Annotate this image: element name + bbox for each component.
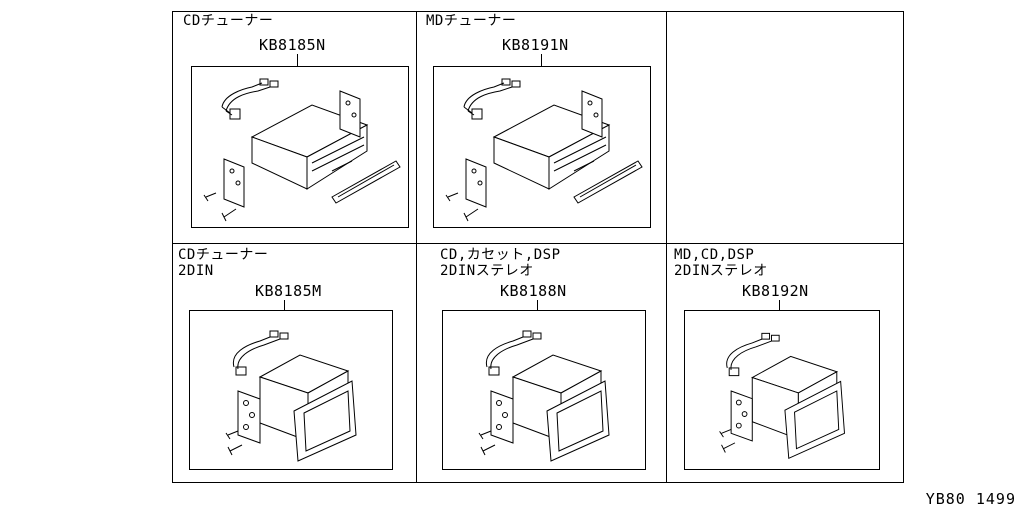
- part-code: KB8185N: [259, 36, 326, 54]
- panel-title-line-2: 2DINステレオ: [440, 263, 534, 279]
- panel-title-line-2: 2DINステレオ: [674, 263, 768, 279]
- diagram-frame: CDチューナー KB8185N: [172, 11, 904, 483]
- tuner-1din-illustration: [445, 78, 643, 222]
- tuner-1din-illustration: [203, 78, 401, 222]
- divider-horizontal: [173, 243, 903, 244]
- leader-line: [541, 54, 542, 66]
- divider-vertical-2: [666, 12, 667, 482]
- stereo-2din-illustration: [719, 332, 845, 459]
- panel-title: CDチューナー: [178, 247, 269, 263]
- part-illustration-box: [189, 310, 393, 470]
- part-code: KB8185M: [255, 282, 322, 300]
- part-code: KB8191N: [502, 36, 569, 54]
- part-illustration-box: [684, 310, 880, 470]
- part-illustration-box: [442, 310, 646, 470]
- divider-vertical-1: [416, 12, 417, 482]
- panel-md-tuner: MDチューナー KB8191N: [416, 12, 666, 243]
- leader-line: [297, 54, 298, 66]
- panel-cd-tuner-2din: CDチューナー 2DIN KB8185M: [173, 243, 416, 482]
- panel-title: MDチューナー: [426, 13, 517, 29]
- part-illustration-box: [433, 66, 651, 228]
- part-illustration-box: [191, 66, 409, 228]
- leader-line: [537, 300, 538, 310]
- leader-line: [284, 300, 285, 310]
- panel-title: CD,カセット,DSP: [440, 247, 561, 263]
- diagram-reference-code: YB80 1499: [925, 490, 1016, 508]
- panel-title: CDチューナー: [183, 13, 274, 29]
- stereo-2din-illustration: [478, 330, 610, 462]
- panel-cd-cassette-dsp: CD,カセット,DSP 2DINステレオ KB8188N: [416, 243, 666, 482]
- panel-cd-tuner: CDチューナー KB8185N: [173, 12, 416, 243]
- part-code: KB8192N: [742, 282, 809, 300]
- part-code: KB8188N: [500, 282, 567, 300]
- panel-md-cd-dsp: MD,CD,DSP 2DINステレオ KB8192N: [666, 243, 903, 482]
- panel-title: MD,CD,DSP: [674, 247, 755, 263]
- panel-title-line-2: 2DIN: [178, 263, 214, 279]
- leader-line: [779, 300, 780, 310]
- tuner-2din-illustration: [225, 330, 357, 462]
- panel-empty: [666, 12, 903, 243]
